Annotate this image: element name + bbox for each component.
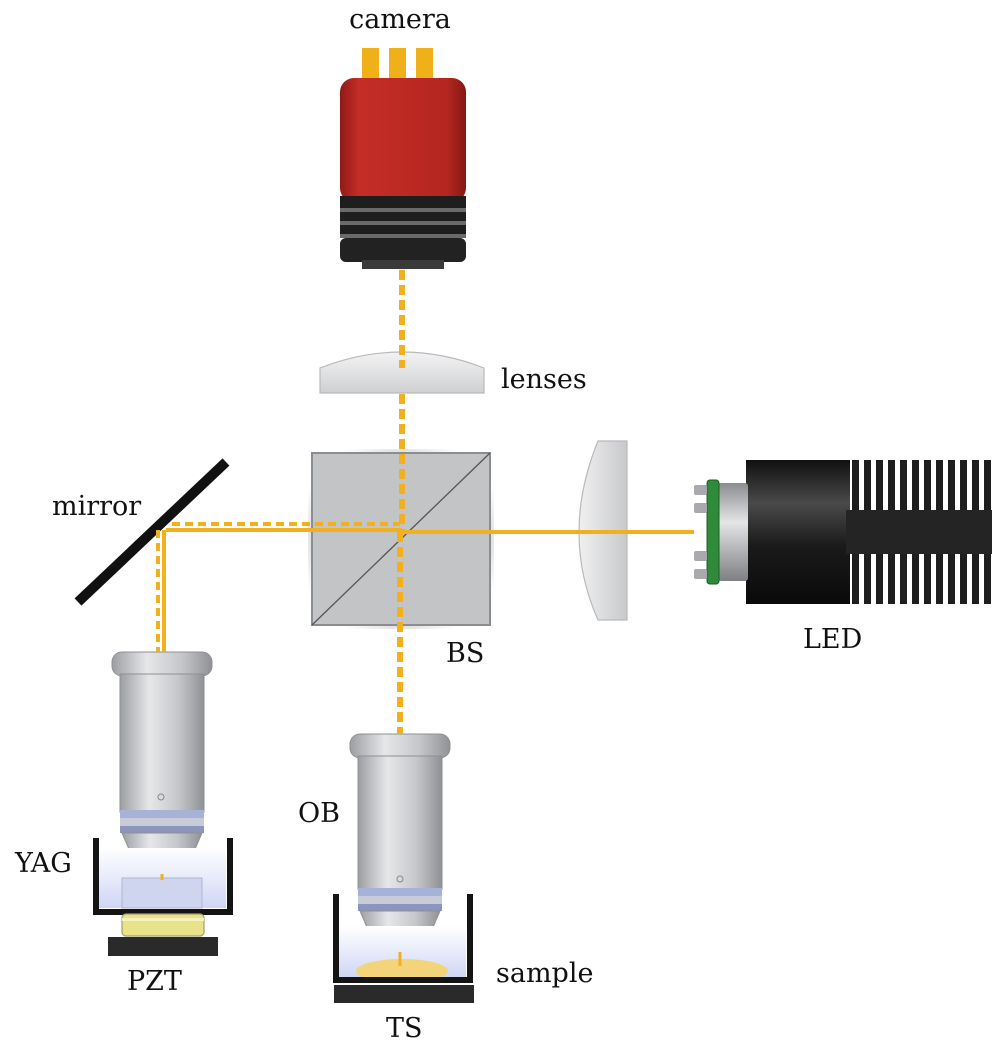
led-heatsink-body (746, 460, 850, 604)
label-lenses: lenses (501, 364, 587, 395)
light-beams (156, 270, 694, 966)
label-led: LED (803, 624, 862, 655)
camera-pin (389, 48, 406, 84)
yag-objective (111, 651, 213, 877)
label-ts: TS (386, 1013, 423, 1044)
ob-objective (349, 733, 451, 955)
pzt (108, 913, 218, 956)
led-cap (718, 483, 748, 581)
camera-pin (416, 48, 433, 84)
lenses (319, 351, 485, 394)
label-yag: YAG (14, 848, 72, 879)
sample-dish (333, 894, 473, 983)
camera-pin (362, 48, 379, 84)
camera (340, 48, 466, 269)
yag-dish (93, 838, 233, 915)
led (694, 460, 992, 604)
translation-stage (334, 985, 474, 1003)
label-ob: OB (298, 798, 340, 829)
label-pzt: PZT (127, 966, 182, 997)
label-mirror: mirror (52, 491, 141, 522)
label-camera: camera (349, 4, 451, 35)
camera-body (340, 78, 466, 202)
mirror (74, 458, 230, 606)
led-board (706, 479, 720, 585)
yag-crystal (121, 877, 203, 909)
label-sample: sample (496, 958, 593, 989)
label-bs: BS (446, 638, 484, 669)
